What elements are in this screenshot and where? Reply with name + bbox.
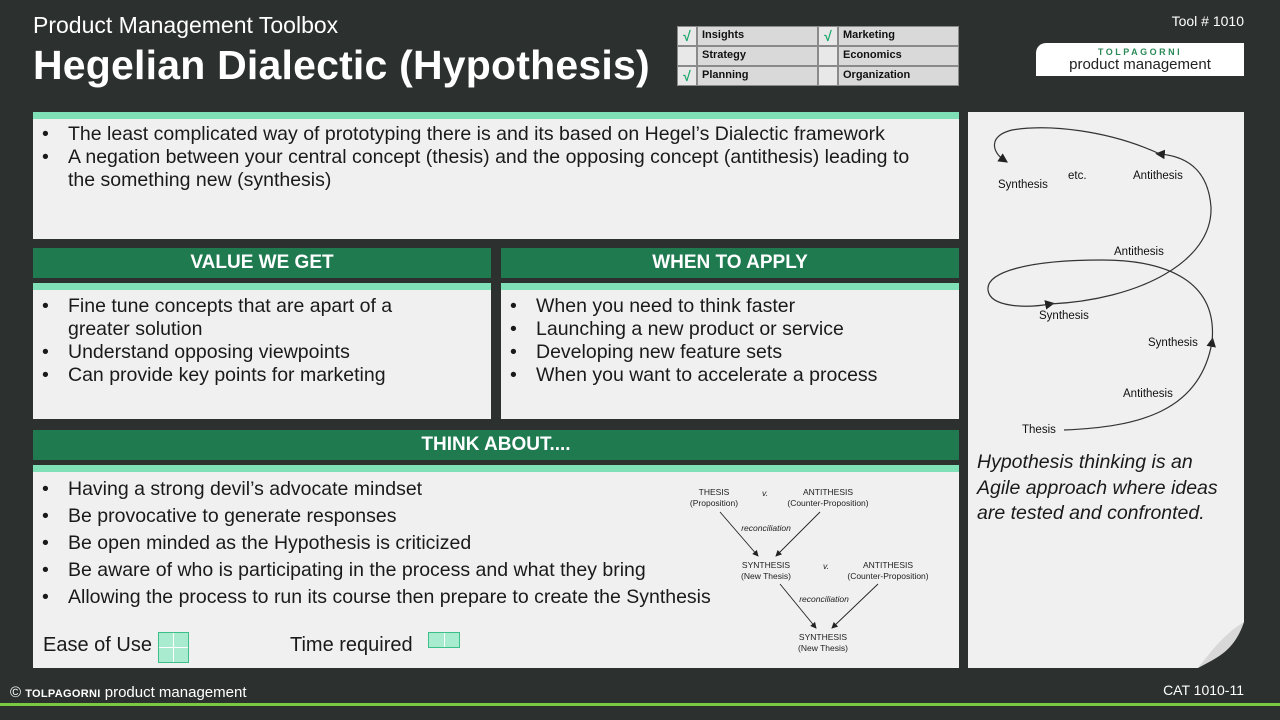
category-organization: Organization bbox=[838, 66, 959, 86]
time-required-label: Time required bbox=[290, 634, 413, 656]
tool-number: Tool # 1010 bbox=[1171, 13, 1244, 29]
think-list: Having a strong devil’s advocate mindset… bbox=[33, 472, 959, 611]
footer-divider bbox=[0, 703, 1280, 706]
when-panel: When you need to think faster Launching … bbox=[501, 283, 959, 419]
tree-antithesis: ANTITHESIS bbox=[863, 560, 913, 570]
category-economics: Economics bbox=[838, 46, 959, 66]
tree-reconciliation: reconciliation bbox=[741, 523, 791, 533]
list-item: Can provide key points for marketing bbox=[33, 364, 491, 387]
spiral-antithesis: Antithesis bbox=[1123, 388, 1173, 400]
list-item: Developing new feature sets bbox=[501, 341, 959, 364]
list-item: Launching a new product or service bbox=[501, 318, 959, 341]
spiral-antithesis: Antithesis bbox=[1114, 246, 1164, 258]
tree-versus: v. bbox=[762, 488, 768, 498]
tree-reconciliation: reconciliation bbox=[799, 594, 849, 604]
check-icon: √ bbox=[818, 26, 838, 46]
list-item: Be provocative to generate responses bbox=[33, 503, 959, 530]
list-item: Fine tune concepts that are apart of a g… bbox=[33, 295, 433, 341]
when-list: When you need to think faster Launching … bbox=[501, 290, 959, 387]
spiral-panel: Synthesis etc. Antithesis Antithesis Syn… bbox=[968, 112, 1244, 668]
tree-antithesis: ANTITHESIS bbox=[803, 487, 853, 497]
tree-thesis: THESIS bbox=[699, 487, 730, 497]
list-item: When you need to think faster bbox=[501, 295, 959, 318]
check-icon: √ bbox=[677, 66, 697, 86]
category-insights: Insights bbox=[697, 26, 818, 46]
list-item: The least complicated way of prototyping… bbox=[33, 123, 893, 146]
check-icon: √ bbox=[677, 26, 697, 46]
dialectic-spiral-diagram: Synthesis etc. Antithesis Antithesis Syn… bbox=[987, 127, 1216, 436]
value-list: Fine tune concepts that are apart of a g… bbox=[33, 290, 491, 387]
brand-logo: TOLPAGORNI product management bbox=[1036, 43, 1244, 76]
hypothesis-note: Hypothesis thinking is an Agile approach… bbox=[977, 451, 1218, 524]
spiral-synthesis: Synthesis bbox=[1039, 310, 1089, 322]
spiral-segment bbox=[1049, 149, 1212, 305]
toolbox-subtitle: Product Management Toolbox bbox=[33, 12, 339, 38]
empty-check-cell bbox=[818, 66, 838, 86]
tree-arrow bbox=[719, 511, 759, 557]
footer-brand-suffix: product management bbox=[104, 684, 247, 701]
list-item: Having a strong devil’s advocate mindset bbox=[33, 476, 959, 503]
tree-synthesis: SYNTHESIS bbox=[742, 560, 791, 570]
panel-accent-bar bbox=[33, 465, 959, 472]
think-panel: Having a strong devil’s advocate mindset… bbox=[33, 465, 959, 668]
empty-check-cell bbox=[677, 46, 697, 66]
category-strategy: Strategy bbox=[697, 46, 818, 66]
tree-counter-proposition: (Counter-Proposition) bbox=[787, 498, 868, 508]
tree-arrow bbox=[775, 511, 821, 557]
footer-brand-name: TOLPAGORNI bbox=[25, 688, 101, 700]
panel-accent-bar bbox=[501, 283, 959, 290]
value-header: VALUE WE GET bbox=[33, 248, 491, 278]
intro-list: The least complicated way of prototyping… bbox=[33, 119, 959, 192]
spiral-etc: etc. bbox=[1068, 170, 1087, 182]
catalog-code: CAT 1010-11 bbox=[1163, 682, 1244, 698]
time-required-rating bbox=[428, 632, 460, 648]
spiral-antithesis: Antithesis bbox=[1133, 170, 1183, 182]
spiral-synthesis: Synthesis bbox=[998, 179, 1048, 191]
intro-panel: The least complicated way of prototyping… bbox=[33, 112, 959, 239]
list-item: A negation between your central concept … bbox=[33, 146, 913, 192]
spiral-synthesis: Synthesis bbox=[1148, 337, 1198, 349]
tree-new-thesis: (New Thesis) bbox=[798, 643, 848, 653]
category-grid: √ Insights √ Marketing Strategy Economic… bbox=[677, 26, 959, 86]
empty-check-cell bbox=[818, 46, 838, 66]
spiral-thesis: Thesis bbox=[1022, 424, 1056, 436]
list-item: Allowing the process to run its course t… bbox=[33, 584, 959, 611]
spiral-segment bbox=[1063, 337, 1216, 431]
panel-accent-bar bbox=[33, 283, 491, 290]
rating-cell bbox=[174, 633, 188, 647]
rating-cell bbox=[444, 633, 459, 647]
tree-synthesis: SYNTHESIS bbox=[799, 632, 848, 642]
ease-of-use-label: Ease of Use bbox=[43, 634, 152, 656]
list-item: Be aware of who is participating in the … bbox=[33, 557, 959, 584]
page-curl bbox=[1198, 622, 1244, 668]
tree-arrow bbox=[831, 583, 879, 629]
list-item: Understand opposing viewpoints bbox=[33, 341, 491, 364]
logo-brand-name: TOLPAGORNI bbox=[1097, 47, 1183, 57]
category-planning: Planning bbox=[697, 66, 818, 86]
spiral-segment bbox=[993, 127, 1161, 163]
rating-cell bbox=[429, 633, 444, 647]
dialectic-tree-diagram: THESIS (Proposition) v. ANTITHESIS (Coun… bbox=[690, 487, 929, 653]
page-title: Hegelian Dialectic (Hypothesis) bbox=[33, 42, 650, 88]
rating-cell bbox=[174, 648, 188, 662]
logo-tagline: product management bbox=[1069, 56, 1211, 73]
when-header: WHEN TO APPLY bbox=[501, 248, 959, 278]
spiral-segment bbox=[987, 259, 1214, 343]
rating-cell bbox=[159, 633, 173, 647]
category-marketing: Marketing bbox=[838, 26, 959, 46]
tree-versus: v. bbox=[823, 561, 829, 571]
think-header: THINK ABOUT.... bbox=[33, 430, 959, 460]
copyright-symbol: © bbox=[10, 684, 22, 701]
tree-new-thesis: (New Thesis) bbox=[741, 571, 791, 581]
rating-cell bbox=[159, 648, 173, 662]
panel-accent-bar bbox=[33, 112, 959, 119]
list-item: Be open minded as the Hypothesis is crit… bbox=[33, 530, 959, 557]
tree-arrow bbox=[779, 583, 817, 629]
value-panel: Fine tune concepts that are apart of a g… bbox=[33, 283, 491, 419]
list-item: When you want to accelerate a process bbox=[501, 364, 959, 387]
tree-counter-proposition: (Counter-Proposition) bbox=[847, 571, 928, 581]
footer-brand: © TOLPAGORNI product management bbox=[10, 684, 247, 701]
ease-of-use-rating bbox=[158, 632, 189, 663]
tree-proposition: (Proposition) bbox=[690, 498, 738, 508]
